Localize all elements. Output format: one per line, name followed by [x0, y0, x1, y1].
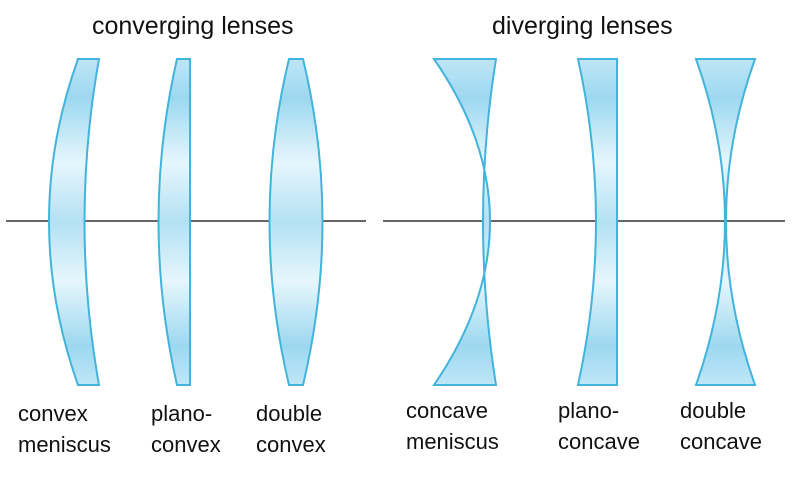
plano-convex-lens — [157, 58, 191, 386]
label-line-1: concave — [406, 398, 488, 423]
converging-heading: converging lenses — [92, 12, 294, 40]
convex-meniscus-label: convex meniscus — [18, 398, 111, 460]
label-line-2: concave — [680, 429, 762, 454]
label-line-2: convex — [256, 432, 326, 457]
plano-concave-lens — [576, 58, 618, 386]
label-line-1: convex — [18, 401, 88, 426]
plano-concave-label: plano- concave — [558, 395, 640, 457]
label-line-1: plano- — [151, 401, 213, 426]
double-concave-lens — [694, 58, 757, 386]
label-line-1: plano- — [558, 398, 620, 423]
double-concave-label: double concave — [680, 395, 762, 457]
label-line-1: double — [680, 398, 747, 423]
label-line-1: double — [256, 401, 323, 426]
label-line-2: concave — [558, 429, 640, 454]
label-line-2: meniscus — [406, 429, 499, 454]
diverging-heading: diverging lenses — [492, 12, 673, 40]
convex-meniscus-lens — [48, 58, 101, 386]
plano-convex-label: plano- convex — [151, 398, 221, 460]
concave-meniscus-lens — [432, 58, 498, 386]
label-line-2: convex — [151, 432, 221, 457]
double-convex-label: double convex — [256, 398, 326, 460]
double-convex-lens — [268, 58, 324, 386]
concave-meniscus-label: concave meniscus — [406, 395, 499, 457]
label-line-2: meniscus — [18, 432, 111, 457]
